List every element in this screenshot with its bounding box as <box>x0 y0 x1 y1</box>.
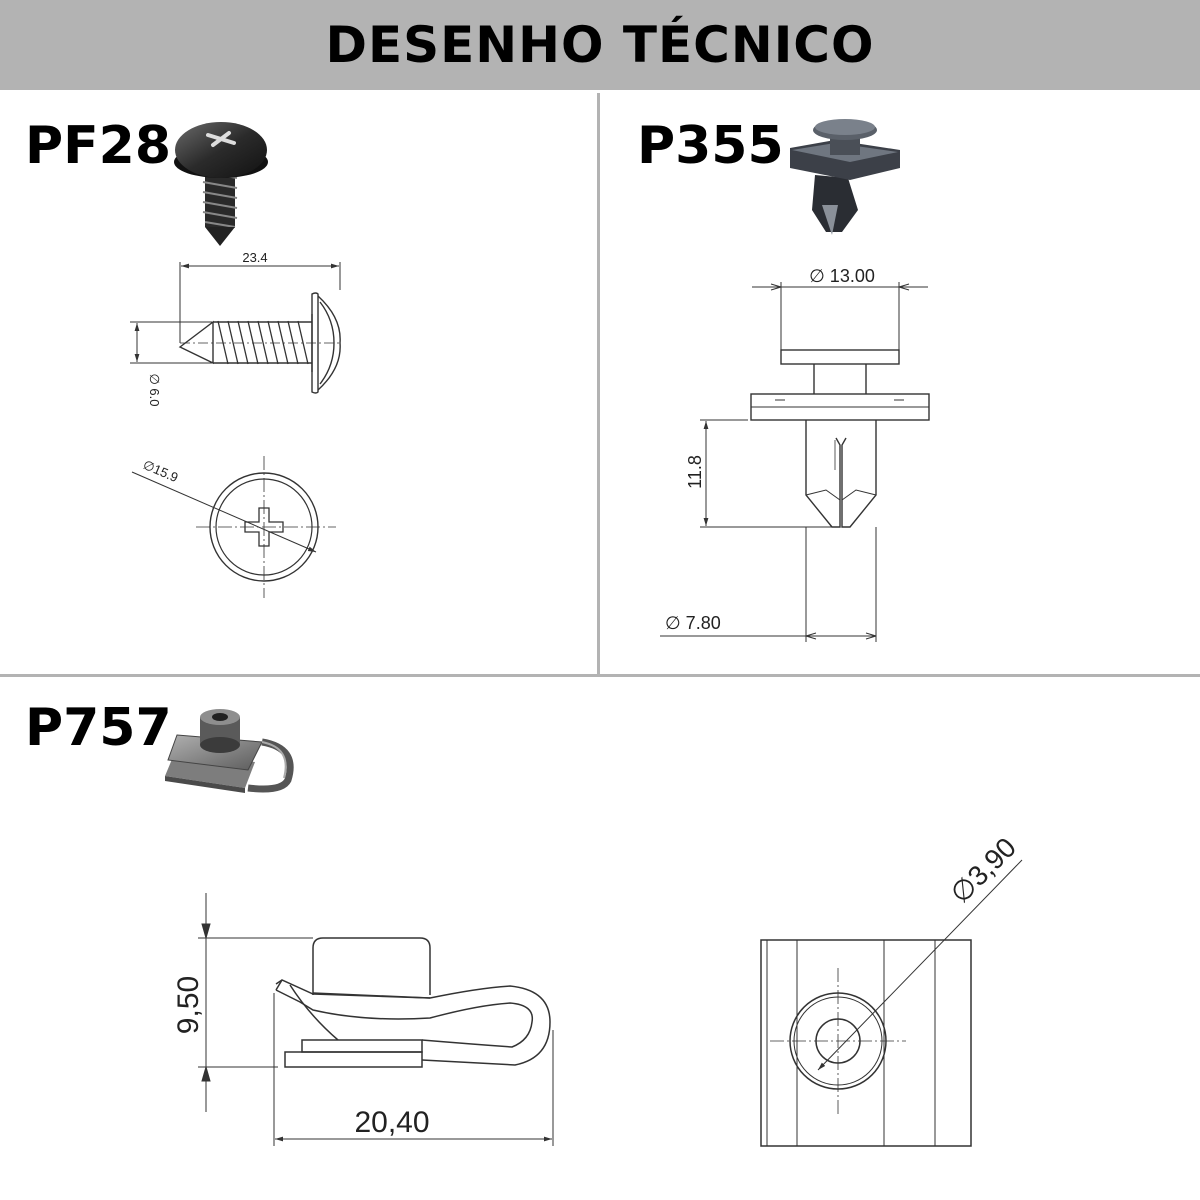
p355-head-label: ∅ 13.00 <box>809 266 875 286</box>
p757-height-dimension <box>198 893 313 1112</box>
p355-head-dimension <box>752 282 928 350</box>
p355-shank-label: ∅ 7.80 <box>665 613 721 633</box>
p355-height-dimension <box>700 419 832 528</box>
p355-shank-dimension <box>660 527 877 642</box>
pf28-thread-dimension <box>130 321 212 364</box>
p757-code: P757 <box>25 698 172 758</box>
header-bar: DESENHO TÉCNICO <box>0 0 1200 90</box>
black-push-rivet-clip-icon <box>790 119 900 235</box>
black-phillips-flange-screw-icon <box>174 122 268 246</box>
u-nut-clip-icon <box>165 709 294 793</box>
p757-side-view <box>275 937 551 1068</box>
p355-side-view <box>750 349 930 528</box>
page-title: DESENHO TÉCNICO <box>325 16 875 74</box>
p355-code: P355 <box>637 116 784 176</box>
pf28-thread-label: ∅ 6.0 <box>147 373 162 406</box>
p757-length-dimension <box>273 993 554 1146</box>
p757-top-view <box>760 859 1023 1147</box>
p757-hole-label: ∅3,90 <box>944 832 1022 910</box>
pf28-length-label: 23.4 <box>242 250 267 265</box>
p355-height-label: 11.8 <box>685 455 705 489</box>
pf28-length-dimension <box>179 262 341 343</box>
p757-length-label: 20,40 <box>354 1106 429 1139</box>
vertical-divider <box>597 93 600 675</box>
pf28-top-view <box>131 456 336 598</box>
pf28-side-view <box>178 292 341 394</box>
p757-height-label: 9,50 <box>172 976 205 1034</box>
pf28-code: PF28 <box>25 116 171 176</box>
pf28-head-label: ∅15.9 <box>141 457 181 485</box>
horizontal-divider <box>0 674 1200 677</box>
